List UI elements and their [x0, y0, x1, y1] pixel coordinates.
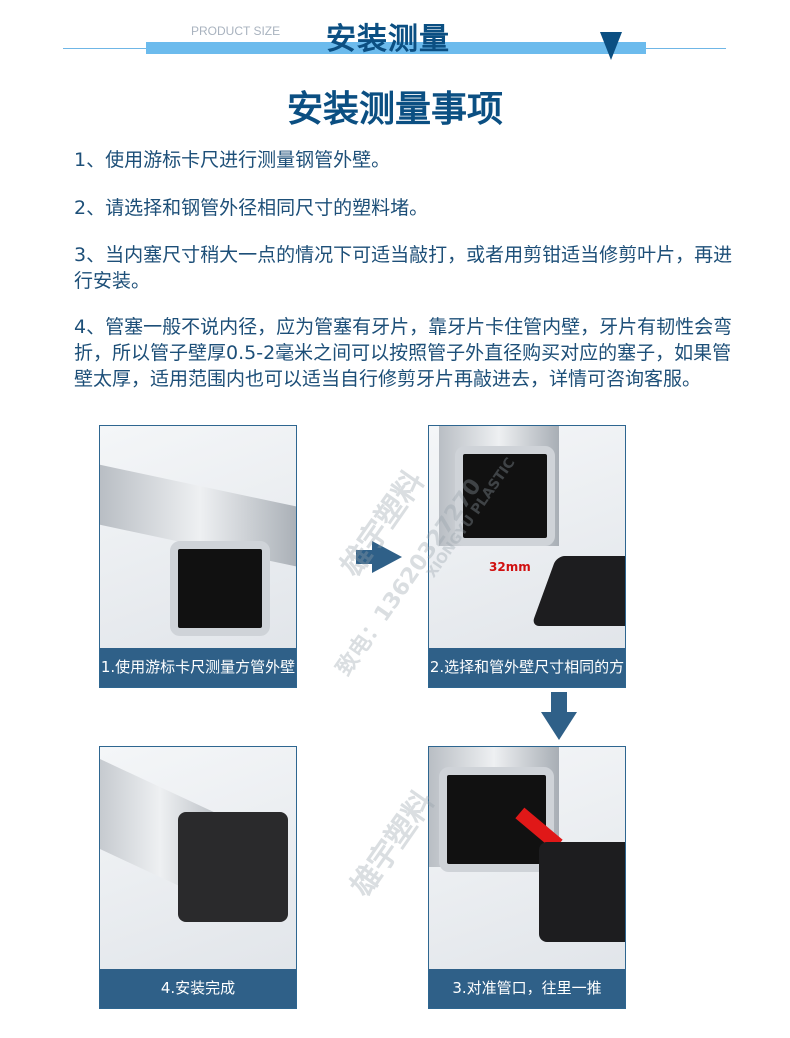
header-line-right — [646, 48, 726, 49]
watermark-brand: 雄宇塑料 — [344, 784, 442, 904]
plug-image — [531, 556, 625, 626]
arrow-down-icon-stem — [551, 692, 567, 714]
step-1-panel: 1.使用游标卡尺测量方管外壁 — [99, 425, 297, 688]
dimension-label: 32mm — [489, 560, 531, 574]
step-2-caption: 2.选择和管外壁尺寸相同的方塞 — [429, 648, 625, 687]
header-bar — [146, 42, 646, 54]
step-4-panel: 4.安装完成 — [99, 746, 297, 1009]
tube-end-image — [170, 541, 270, 636]
step-3-caption: 3.对准管口，往里一推 — [429, 969, 625, 1008]
header-line-left — [63, 48, 147, 49]
paragraph-2: 2、请选择和钢管外径相同尺寸的塑料堵。 — [74, 197, 429, 219]
arrow-right-icon — [356, 541, 402, 573]
step-4-caption: 4.安装完成 — [100, 969, 296, 1008]
page-title: 安装测量事项 — [286, 89, 503, 130]
paragraph-1: 1、使用游标卡尺进行测量钢管外壁。 — [74, 149, 391, 171]
plug-image — [539, 842, 625, 942]
paragraph-4: 4、管塞一般不说内径，应为管塞有牙片，靠牙片卡住管内壁，牙片有韧性会弯折，所以管… — [74, 316, 733, 390]
tube-end-image — [455, 446, 555, 546]
step-1-caption: 1.使用游标卡尺测量方管外壁 — [100, 648, 296, 687]
installed-plug-image — [178, 812, 288, 922]
product-size-label: PRODUCT SIZE — [191, 24, 281, 38]
arrow-down-icon — [541, 712, 577, 740]
step-2-panel: 32mm 32mm 2.选择和管外壁尺寸相同的方塞 — [428, 425, 626, 688]
section-title: 安装测量 — [326, 22, 450, 57]
step-3-panel: 3.对准管口，往里一推 — [428, 746, 626, 1009]
paragraph-3: 3、当内塞尺寸稍大一点的情况下可适当敲打，或者用剪钳适当修剪叶片，再进行安装。 — [74, 244, 733, 292]
triangle-down-icon — [600, 32, 622, 60]
